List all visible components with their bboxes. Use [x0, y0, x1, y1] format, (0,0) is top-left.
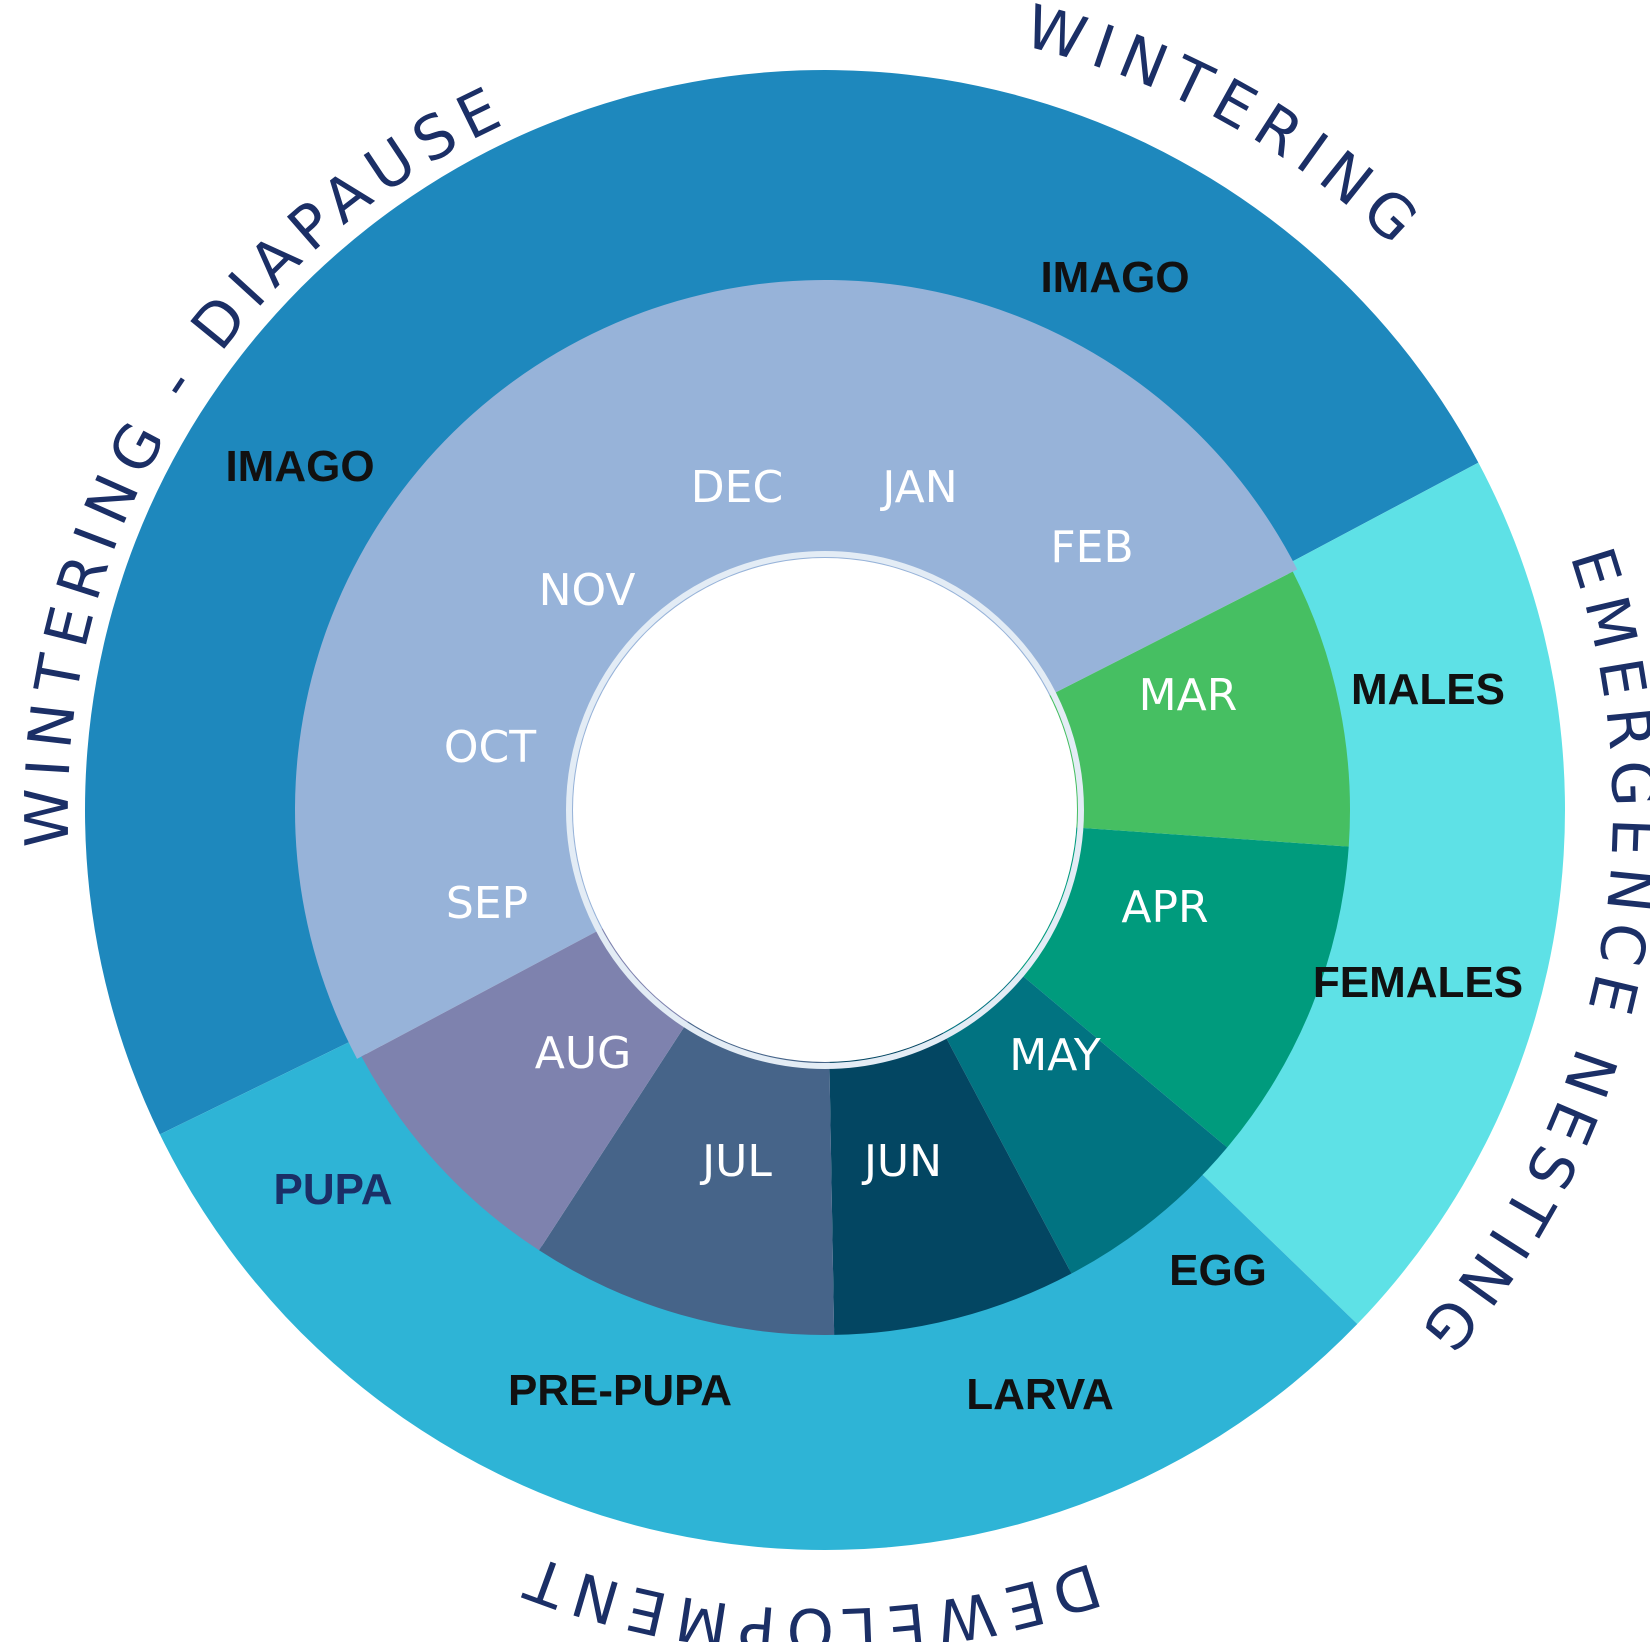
phase-label-development: DEWELOPMENT	[508, 1539, 1109, 1642]
month-segment-jun	[829, 1028, 1072, 1335]
band-emergence-nesting	[1199, 462, 1565, 1325]
month-segment-aug	[361, 926, 690, 1251]
month-label-sep: SEP	[446, 878, 528, 929]
month-label-feb: FEB	[1050, 522, 1133, 573]
month-label-aug: AUG	[535, 1028, 631, 1079]
month-labels: DEC JAN FEB MAR APR MAY JUN JUL AUG SEP …	[444, 462, 1237, 1187]
phase-band-ring	[85, 70, 1565, 1550]
month-label-jun: JUN	[861, 1136, 942, 1187]
month-label-jul: JUL	[699, 1136, 772, 1187]
month-segment-mar	[1045, 571, 1350, 847]
stage-label-larva: LARVA	[966, 1370, 1114, 1419]
center-rim	[566, 551, 1084, 1069]
month-label-nov: NOV	[539, 565, 636, 616]
month-label-apr: APR	[1121, 882, 1208, 933]
center-hole	[573, 558, 1077, 1062]
month-label-oct: OCT	[444, 722, 536, 773]
stage-label-males: MALES	[1351, 665, 1505, 714]
stage-label-egg: EGG	[1169, 1246, 1267, 1295]
month-ring	[294, 279, 1350, 1335]
month-label-mar: MAR	[1139, 670, 1238, 721]
month-segment-apr	[1014, 827, 1349, 1148]
month-segment-sep-feb	[294, 279, 1298, 1059]
band-wintering	[85, 70, 1479, 1135]
month-label-may: MAY	[1009, 1030, 1101, 1081]
month-segment-jul	[539, 1017, 835, 1335]
band-development	[159, 1037, 1358, 1550]
stage-label-imago-left: IMAGO	[225, 442, 374, 491]
stage-label-females: FEMALES	[1313, 958, 1523, 1007]
stage-label-pre-pupa: PRE-PUPA	[508, 1366, 732, 1415]
stage-labels: IMAGO IMAGO MALES FEMALES EGG LARVA PRE-…	[225, 253, 1523, 1419]
month-label-jan: JAN	[879, 462, 957, 513]
month-label-dec: DEC	[691, 462, 783, 513]
month-segment-may	[941, 969, 1228, 1274]
stage-label-imago-top: IMAGO	[1040, 253, 1189, 302]
stage-label-pupa: PUPA	[274, 1165, 393, 1214]
